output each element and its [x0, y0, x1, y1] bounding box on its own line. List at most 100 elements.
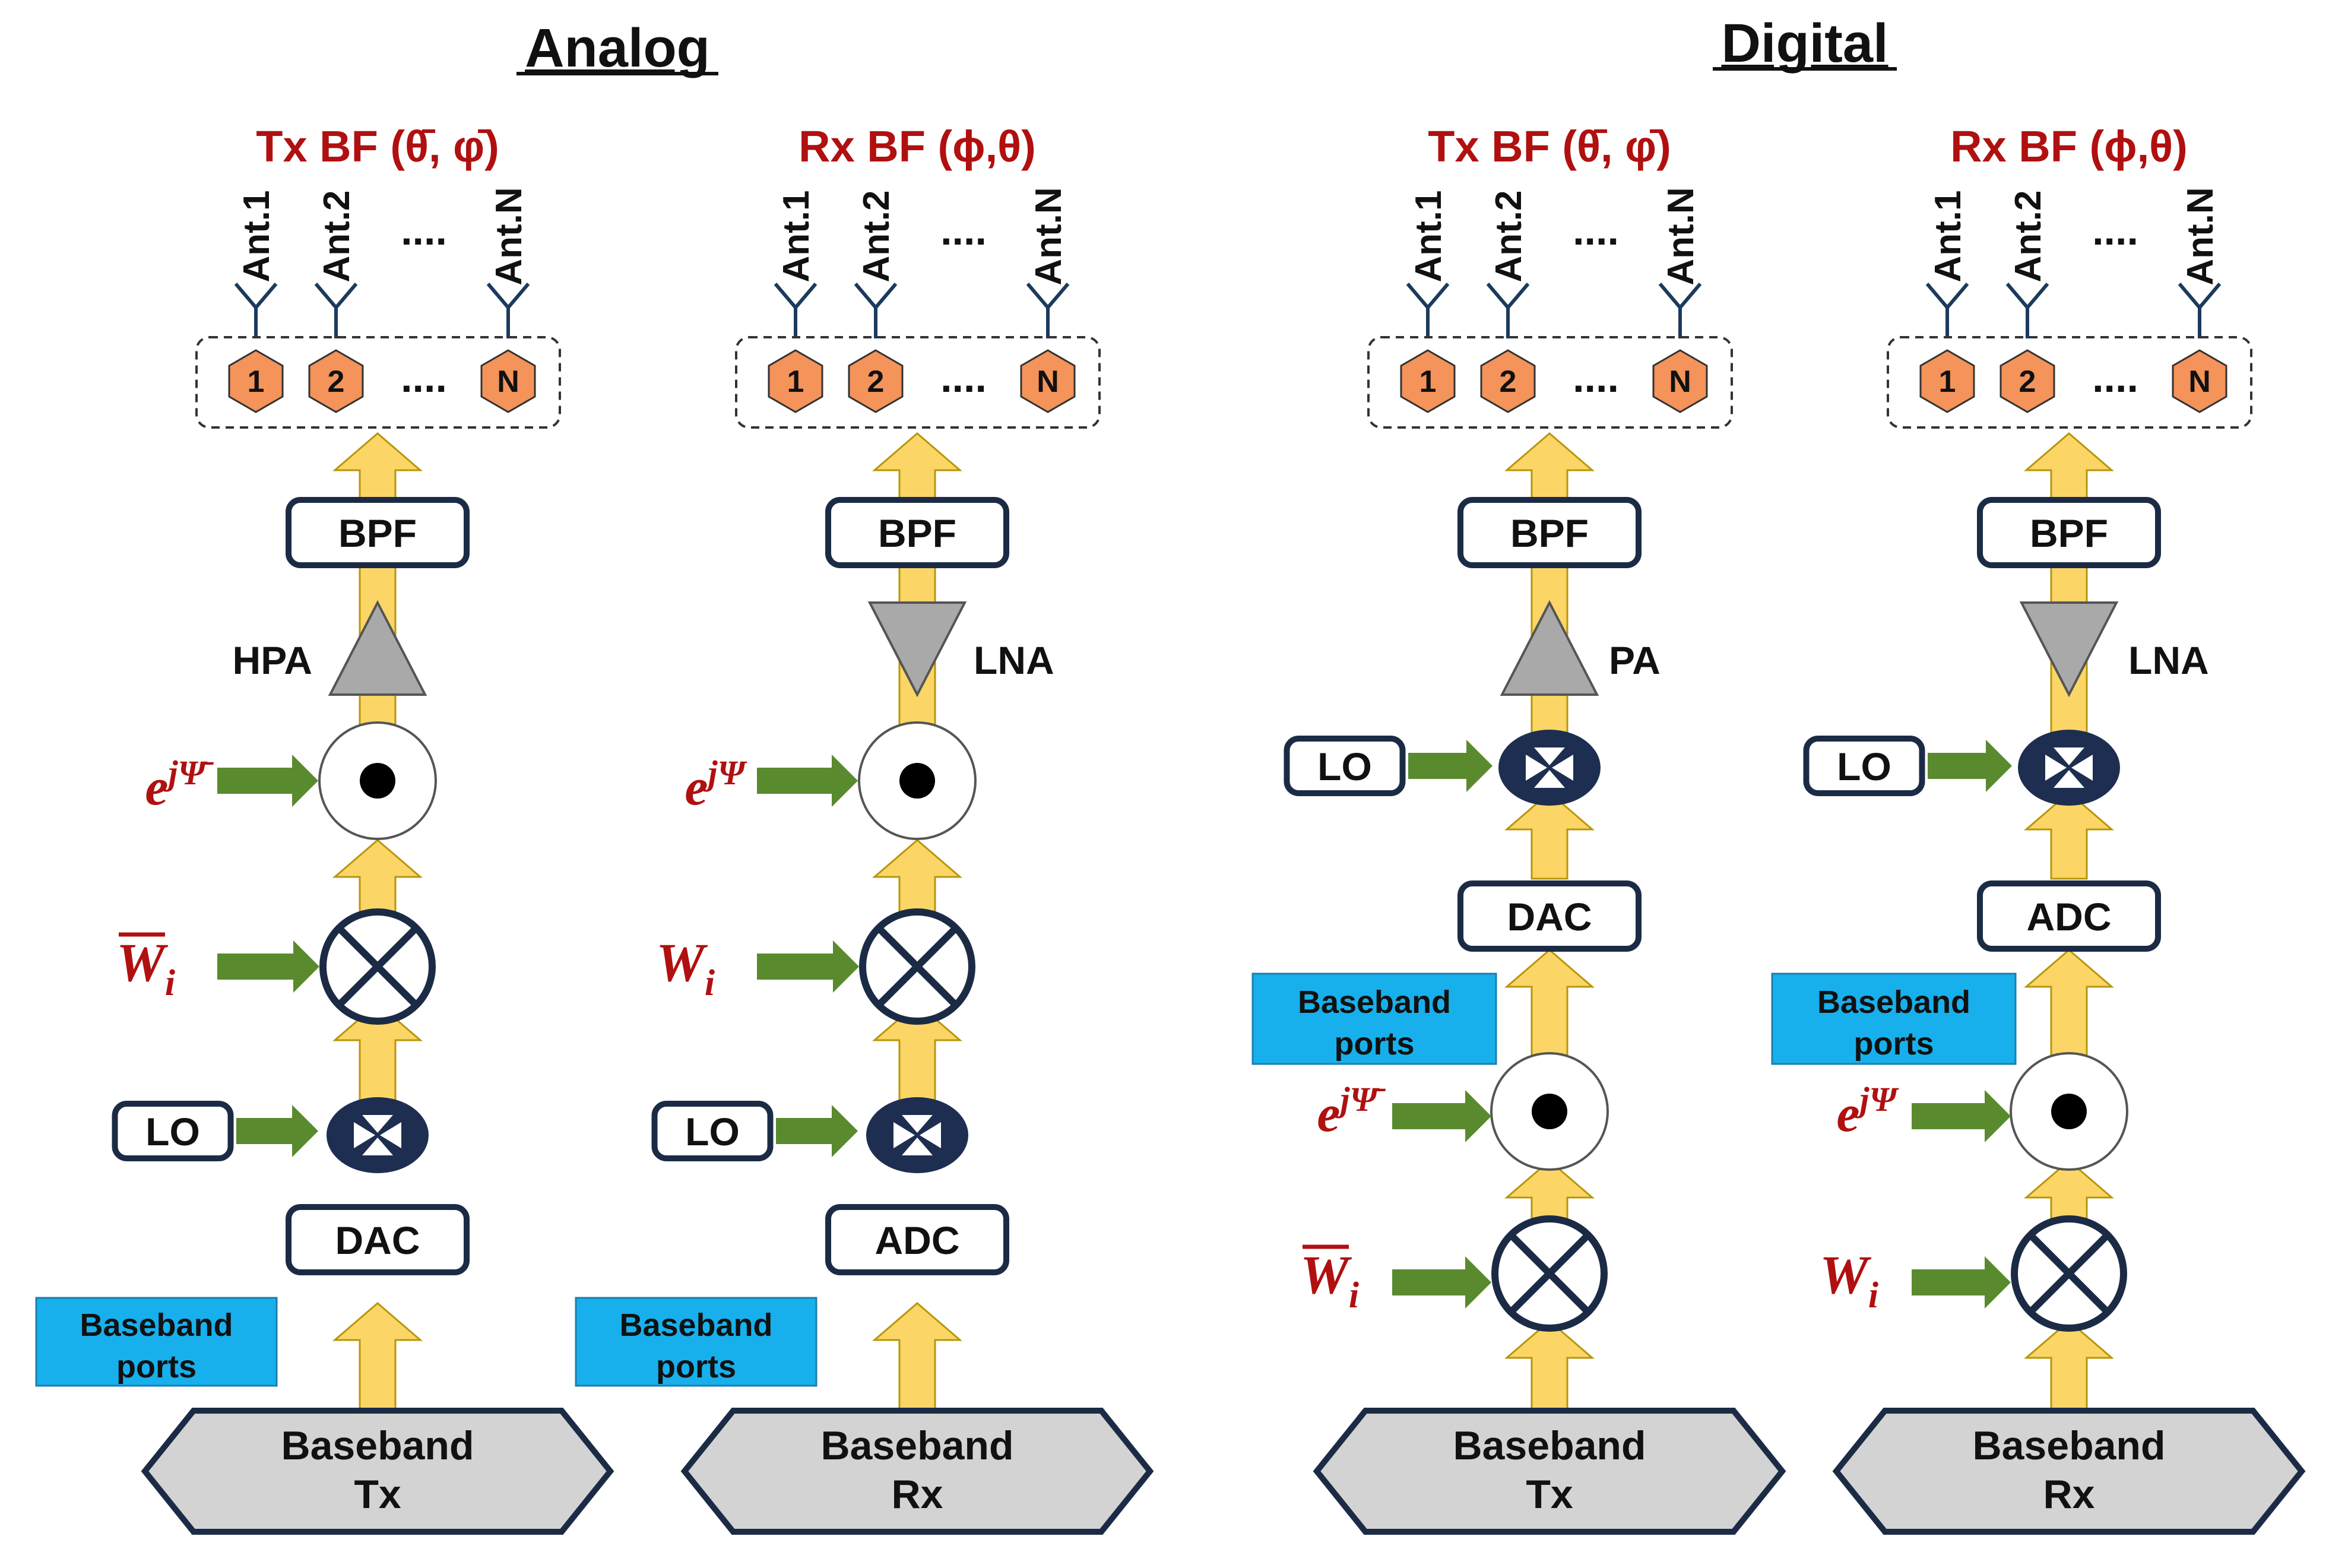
chain-2-bpf-label: BPF [878, 511, 956, 555]
chain-2-element-dots: .... [940, 354, 987, 401]
chain-4-antenna-dots: .... [2092, 207, 2138, 254]
chain-2-baseband-ports-line2: ports [656, 1349, 736, 1385]
chain-3-array-group [1367, 336, 1733, 429]
chain-3-element-1 [1400, 349, 1456, 413]
chain-2-baseband-line1: Baseband [821, 1423, 1014, 1468]
chain-4-element-dots: .... [2092, 354, 2138, 401]
chain-2-antenna-icon-3 [1026, 283, 1070, 338]
chain-4-baseband-ports-line1: Baseband [1817, 984, 1970, 1020]
chain-4-weight-mixer-cross [2028, 1233, 2110, 1314]
chain-3-baseband-line1: Baseband [1453, 1423, 1646, 1468]
chain-4-lo-mixer-notch-top [2054, 747, 2084, 765]
chain-4-lo-mixer-body [2018, 730, 2120, 806]
chain-4-bpf-label: BPF [2030, 511, 2108, 555]
chain-1-antenna-dots: .... [401, 207, 447, 254]
chain-1-bpf-label: BPF [338, 511, 417, 555]
chain-3-baseband-ports-line2: ports [1335, 1026, 1415, 1062]
chain-2-antenna-label-3: Ant.N [1028, 187, 1069, 285]
chain-2-element-label-2: 2 [867, 365, 885, 399]
chain-3-antenna-icon-3 [1658, 283, 1702, 338]
chain-2-converter-label: ADC [875, 1218, 960, 1262]
chain-2-baseband-line2: Rx [892, 1472, 943, 1517]
chain-3-antenna-label-2: Ant.2 [1488, 191, 1529, 283]
chain-1-element-label-3: N [497, 365, 519, 399]
chain-3-lo-mixer-notch-right [1552, 755, 1573, 781]
chain-1-baseband-ports-line2: ports [116, 1349, 197, 1385]
chain-1-element-label-2: 2 [328, 365, 345, 399]
chain-3-antenna-icon-2 [1486, 283, 1530, 338]
chain-2-lo-label: LO [685, 1110, 740, 1154]
chain-4-signal-arrow-converter [2023, 791, 2115, 880]
chain-1-element-1 [228, 349, 284, 413]
chain-3-baseband-hex [1313, 1408, 1786, 1535]
chain-2-baseband-ports-line1: Baseband [619, 1307, 772, 1343]
chain-3-lo-box [1284, 736, 1406, 796]
chain-4-lo-mixer-notch-bottom [2054, 770, 2084, 788]
chain-1-lo-box [112, 1101, 234, 1161]
chain-4-element-label-2: 2 [2019, 365, 2036, 399]
chain-1-bpf-box [286, 497, 470, 568]
chain-2-element-label-3: N [1037, 365, 1059, 399]
chain-1-lo-mixer-notch-bottom [362, 1138, 393, 1155]
chain-4-element-label-3: N [2188, 365, 2211, 399]
chain-1-element-2 [308, 349, 364, 413]
chain-3-element-3 [1652, 349, 1708, 413]
chain-3-antenna-dots: .... [1573, 207, 1619, 254]
chain-3-bf-title: Tx BF (θ̄, φ̄) [1428, 122, 1671, 171]
chain-2-antenna-icon-1 [774, 283, 817, 338]
chain-4-amp-label: LNA [2128, 638, 2209, 682]
chain-3-element-dots: .... [1573, 354, 1619, 401]
chain-3-lo-mixer-body [1498, 730, 1601, 806]
chain-3-phase-label: ejΨ̄ [1317, 1080, 1386, 1143]
chain-3-baseband-line2: Tx [1526, 1472, 1573, 1517]
chain-3-converter-box [1457, 880, 1642, 952]
chain-1-element-label-1: 1 [248, 365, 265, 399]
chain-1-element-3 [480, 349, 536, 413]
chain-2-amp-label: LNA [974, 638, 1054, 682]
chain-3-weight-input-arrow [1392, 1256, 1491, 1309]
chain-3-element-label-3: N [1669, 365, 1691, 399]
chain-4-antenna-label-3: Ant.N [2180, 187, 2221, 285]
chain-1-amp [328, 600, 427, 696]
chain-1-signal-arrow-rf [332, 432, 423, 743]
chain-4-weight-input-arrow [1912, 1256, 2011, 1309]
chain-1-weight-mixer-cross [337, 926, 419, 1008]
chain-2-lo-mixer-body [866, 1097, 968, 1173]
chain-1-antenna-label-3: Ant.N [489, 187, 530, 285]
chain-2-lo-mixer-notch-bottom [902, 1138, 933, 1155]
chain-4-converter-label: ADC [2027, 895, 2112, 939]
chain-2-bf-title: Rx BF (ϕ,θ) [798, 122, 1036, 171]
chain-3-signal-arrow-phase [1504, 949, 1595, 1058]
chain-2-lo-mixer-notch-right [920, 1122, 941, 1148]
chain-2-element-1 [768, 349, 823, 413]
chain-4-phase-input-arrow [1912, 1090, 2011, 1142]
chain-2-baseband-hex [680, 1408, 1154, 1535]
chain-1-weight-label: Wi [116, 932, 175, 1003]
chain-2-lo-input-arrow [776, 1105, 858, 1157]
chain-1-element-dots: .... [401, 354, 447, 401]
chain-2-phase-label: ejΨ [685, 753, 747, 816]
chain-1-phase-input-arrow [217, 755, 318, 807]
chain-3-antenna-icon-1 [1406, 283, 1450, 338]
chain-4-bpf-box [1977, 497, 2161, 568]
chain-4-baseband-line1: Baseband [1973, 1423, 2166, 1468]
chain-4-lo-mixer-notch-right [2071, 755, 2093, 781]
chain-3-signal-arrow-converter [1504, 791, 1595, 880]
chain-4-lo-mixer-notch-left [2045, 755, 2067, 781]
chain-2-antenna-icon-2 [854, 283, 898, 338]
chain-1-antenna-icon-2 [314, 283, 358, 338]
chain-4-antenna-label-1: Ant.1 [1928, 191, 1969, 283]
chain-3-signal-arrow-baseband [1504, 1320, 1595, 1414]
chain-2-weight-mixer-cross [876, 926, 958, 1008]
chain-2-antenna-label-2: Ant.2 [856, 191, 897, 283]
chain-3-bpf-box [1457, 497, 1642, 568]
chain-3-amp-label: PA [1609, 638, 1661, 682]
chain-1-antenna-icon-1 [234, 283, 278, 338]
chain-3-baseband-ports-line1: Baseband [1298, 984, 1451, 1020]
chain-1-baseband-line1: Baseband [281, 1423, 474, 1468]
chain-4-element-3 [2172, 349, 2227, 413]
